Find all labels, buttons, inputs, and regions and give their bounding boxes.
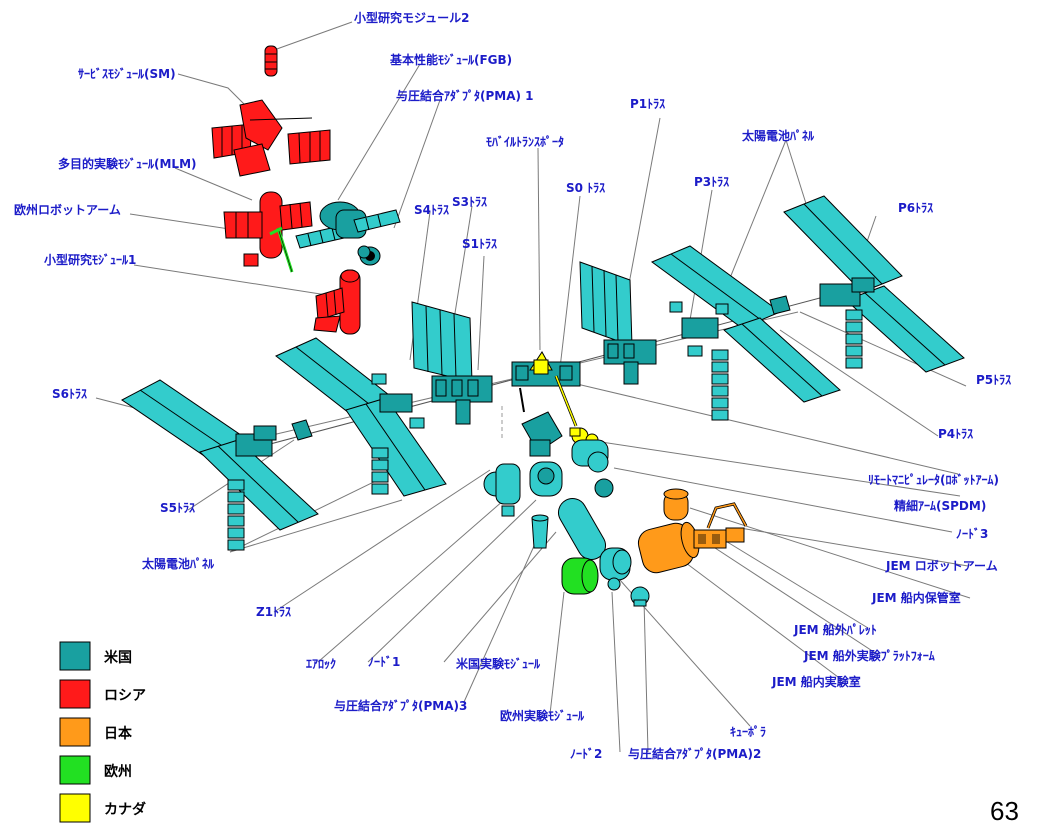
label-mobile-transporter: ﾓﾊﾞｲﾙﾄﾗﾝｽﾎﾟｰﾀ — [486, 134, 564, 149]
label-s0: S0 ﾄﾗｽ — [566, 181, 605, 195]
label-fgb: 基本性能ﾓｼﾞｭｰﾙ(FGB) — [389, 52, 512, 67]
legend-label: 欧州 — [104, 763, 132, 780]
s4-solar-array — [275, 337, 447, 497]
legend-label: ロシア — [104, 688, 146, 704]
label-z1: Z1ﾄﾗｽ — [256, 605, 291, 619]
label-solar-bottom: 太陽電池ﾊﾟﾈﾙ — [142, 556, 215, 571]
label-mrm1: 小型研究ﾓｼﾞｭｰﾙ1 — [44, 252, 136, 267]
label-p5: P5ﾄﾗｽ — [976, 373, 1011, 387]
cupola-module — [630, 586, 650, 607]
label-eu-lab: 欧州実験ﾓｼﾞｭｰﾙ — [500, 708, 585, 723]
fgb-module — [295, 201, 401, 249]
s3-s1-truss — [411, 301, 493, 425]
p5-truss — [769, 295, 791, 315]
label-us-lab: 米国実験ﾓｼﾞｭｰﾙ — [456, 656, 541, 671]
legend-swatch — [59, 717, 91, 747]
s0-truss — [511, 351, 581, 413]
component-labels: 小型研究モジュール2 基本性能ﾓｼﾞｭｰﾙ(FGB) ｻｰﾋﾞｽﾓｼﾞｭｰﾙ(S… — [14, 10, 1011, 761]
label-jem-pm: JEM 船内実験室 — [771, 674, 861, 689]
mlm-module — [223, 191, 313, 273]
p4-radiator — [711, 349, 729, 421]
jem-robot-arm — [706, 502, 748, 529]
label-pma1: 与圧結合ｱﾀﾞﾌﾟﾀ(PMA) 1 — [396, 88, 534, 103]
jem-storage — [663, 488, 689, 521]
label-node3: ﾉｰﾄﾞ3 — [956, 526, 988, 541]
label-spdm: 精細ｱｰﾑ(SPDM) — [894, 498, 986, 513]
label-jem-ef: JEM 船外実験ﾌﾟﾗｯﾄﾌｫｰﾑ — [803, 648, 935, 663]
s6-radiator — [227, 479, 245, 551]
legend-item-russia: ロシア — [59, 679, 146, 709]
label-jem-arm: JEM ロボットアーム — [885, 558, 998, 573]
legend-label: 米国 — [104, 649, 132, 666]
label-pma3: 与圧結合ｱﾀﾞﾌﾟﾀ(PMA)3 — [334, 698, 467, 713]
p6-solar-array — [783, 195, 965, 373]
label-s4: S4ﾄﾗｽ — [414, 203, 449, 217]
label-p6: P6ﾄﾗｽ — [898, 201, 933, 215]
legend-item-europe: 欧州 — [59, 755, 132, 785]
pma3-module — [531, 514, 549, 549]
legend-label: 日本 — [104, 725, 133, 742]
p1-truss — [579, 261, 657, 385]
node1-module — [529, 461, 563, 497]
pma2-module — [607, 577, 621, 591]
label-s1: S1ﾄﾗｽ — [462, 237, 497, 251]
legend-swatch — [59, 679, 91, 709]
label-s6: S6ﾄﾗｽ — [52, 387, 87, 401]
label-node2: ﾉｰﾄﾞ2 — [570, 746, 602, 761]
label-pma2: 与圧結合ｱﾀﾞﾌﾟﾀ(PMA)2 — [628, 746, 761, 761]
s6-solar-array — [121, 379, 319, 551]
label-cupola: ｷｭｰﾎﾟﾗ — [730, 724, 766, 739]
p3-p4-solar-array — [650, 245, 841, 421]
label-s3: S3ﾄﾗｽ — [452, 195, 487, 209]
label-node1: ﾉｰﾄﾞ1 — [368, 654, 400, 669]
eu-lab-module — [561, 557, 599, 595]
jem-exposed-facility — [693, 527, 745, 549]
label-p4: P4ﾄﾗｽ — [938, 427, 973, 441]
pma1-module — [357, 245, 381, 266]
p6-radiator — [845, 309, 863, 369]
legend-swatch — [59, 755, 91, 785]
label-mrm2: 小型研究モジュール2 — [354, 10, 470, 25]
label-jem-storage: JEM 船内保管室 — [871, 590, 961, 605]
z1-truss — [521, 411, 563, 457]
s4-radiator — [371, 447, 389, 495]
label-p1: P1ﾄﾗｽ — [630, 97, 665, 111]
russian-segment — [211, 45, 361, 335]
label-s5: S5ﾄﾗｽ — [160, 501, 195, 515]
legend-label: カナダ — [104, 801, 146, 818]
node2-module — [599, 547, 632, 581]
label-rms: ﾘﾓｰﾄﾏﾆﾋﾟｭﾚｰﾀ(ﾛﾎﾞｯﾄｱｰﾑ) — [868, 472, 999, 487]
label-airlock: ｴｱﾛｯｸ — [306, 657, 336, 671]
label-mlm: 多目的実験ﾓｼﾞｭｰﾙ(MLM) — [58, 156, 197, 171]
label-era: 欧州ロボットアーム — [14, 202, 121, 217]
legend-swatch — [59, 641, 91, 671]
legend-item-usa: 米国 — [59, 641, 132, 671]
label-sm: ｻｰﾋﾞｽﾓｼﾞｭｰﾙ(SM) — [78, 66, 176, 81]
mrm1-module — [313, 269, 361, 335]
legend-item-japan: 日本 — [59, 717, 133, 747]
label-p3: P3ﾄﾗｽ — [694, 175, 729, 189]
service-module — [211, 99, 331, 177]
label-solar-top: 太陽電池ﾊﾟﾈﾙ — [742, 128, 815, 143]
s5-truss — [291, 419, 313, 441]
node3-module — [571, 439, 614, 498]
legend: 米国 ロシア 日本 欧州 カナダ — [59, 641, 146, 823]
us-lab-module — [558, 498, 606, 560]
airlock-module — [483, 463, 521, 517]
jem-pressurized-module — [637, 521, 700, 574]
label-jem-pallet: JEM 船外ﾊﾟﾚｯﾄ — [793, 622, 877, 637]
mrm2-module — [264, 45, 278, 77]
page-number: 63 — [990, 796, 1019, 826]
legend-item-canada: カナダ — [59, 793, 146, 823]
legend-swatch — [59, 793, 91, 823]
